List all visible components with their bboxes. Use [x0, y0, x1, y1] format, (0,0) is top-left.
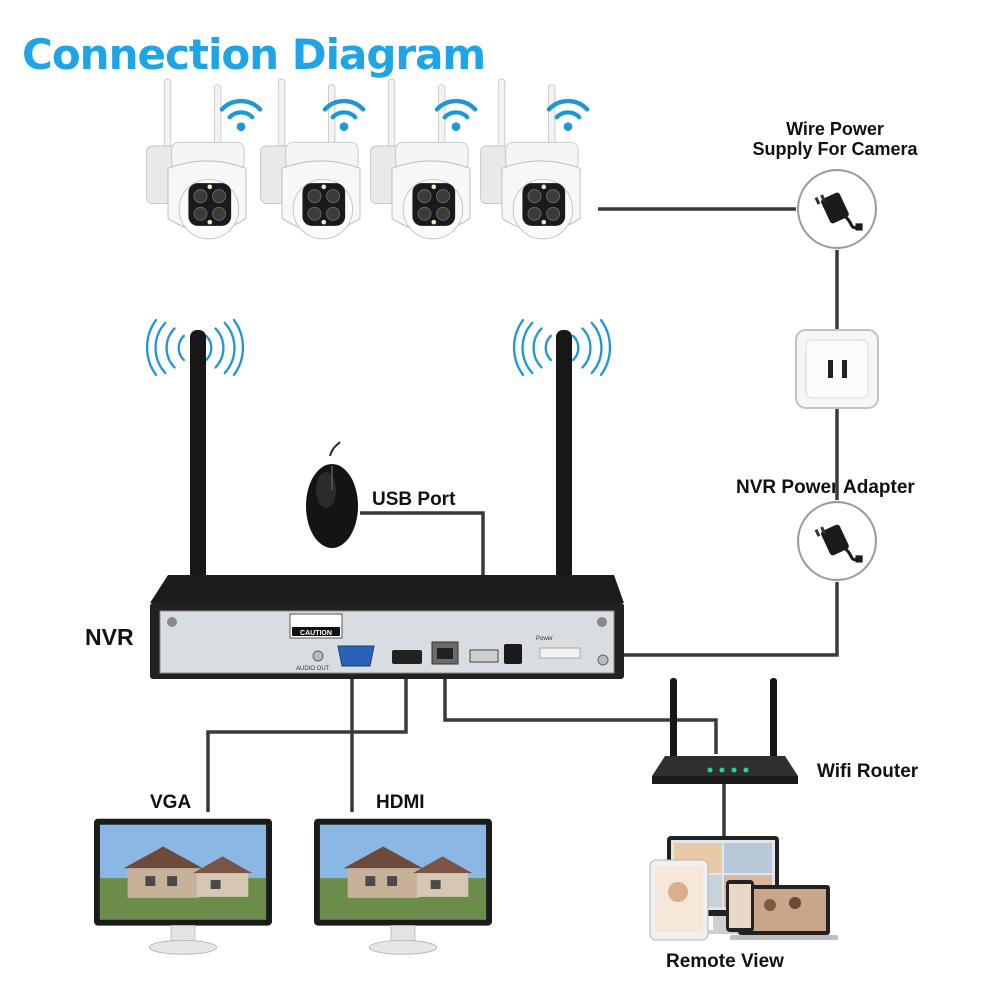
- wifi-cameras: [146, 78, 587, 240]
- cables: [206, 207, 839, 838]
- camera-wifi-icon: [222, 101, 260, 131]
- hdmi-cable: [206, 668, 408, 812]
- caution-label: CAUTION: [300, 630, 332, 637]
- mouse-icon: [306, 441, 358, 548]
- nvr-power-adapter-label: NVR Power Adapter: [736, 477, 915, 498]
- hdmi-monitor: [314, 818, 492, 955]
- nvr-power-adapter-icon: [796, 500, 878, 582]
- diagram-title: Connection Diagram: [22, 30, 486, 79]
- remote-view-devices: [649, 836, 838, 941]
- nvr-power-cable: [520, 582, 839, 657]
- power-outlet-icon: [795, 329, 879, 409]
- audio-out-label: AUDIO OUT: [296, 666, 330, 672]
- wifi-router-label: Wifi Router: [817, 761, 919, 782]
- hdmi-label: HDMI: [376, 792, 425, 813]
- wifi-router-icon: [652, 678, 798, 784]
- lan-cable: [443, 658, 718, 754]
- usb-port-label: USB Port: [372, 489, 456, 510]
- remote-view-label: Remote View: [666, 951, 784, 972]
- vga-label: VGA: [150, 792, 192, 813]
- camera-power-adapter-icon: [796, 168, 878, 250]
- camera-power-label: Wire Power Supply For Camera: [752, 119, 918, 159]
- nvr-device: CAUTION AUDIO OUT Power: [150, 330, 624, 679]
- vga-monitor: [94, 818, 272, 955]
- power-port-label: Power: [536, 636, 553, 642]
- nvr-label: NVR: [85, 624, 134, 650]
